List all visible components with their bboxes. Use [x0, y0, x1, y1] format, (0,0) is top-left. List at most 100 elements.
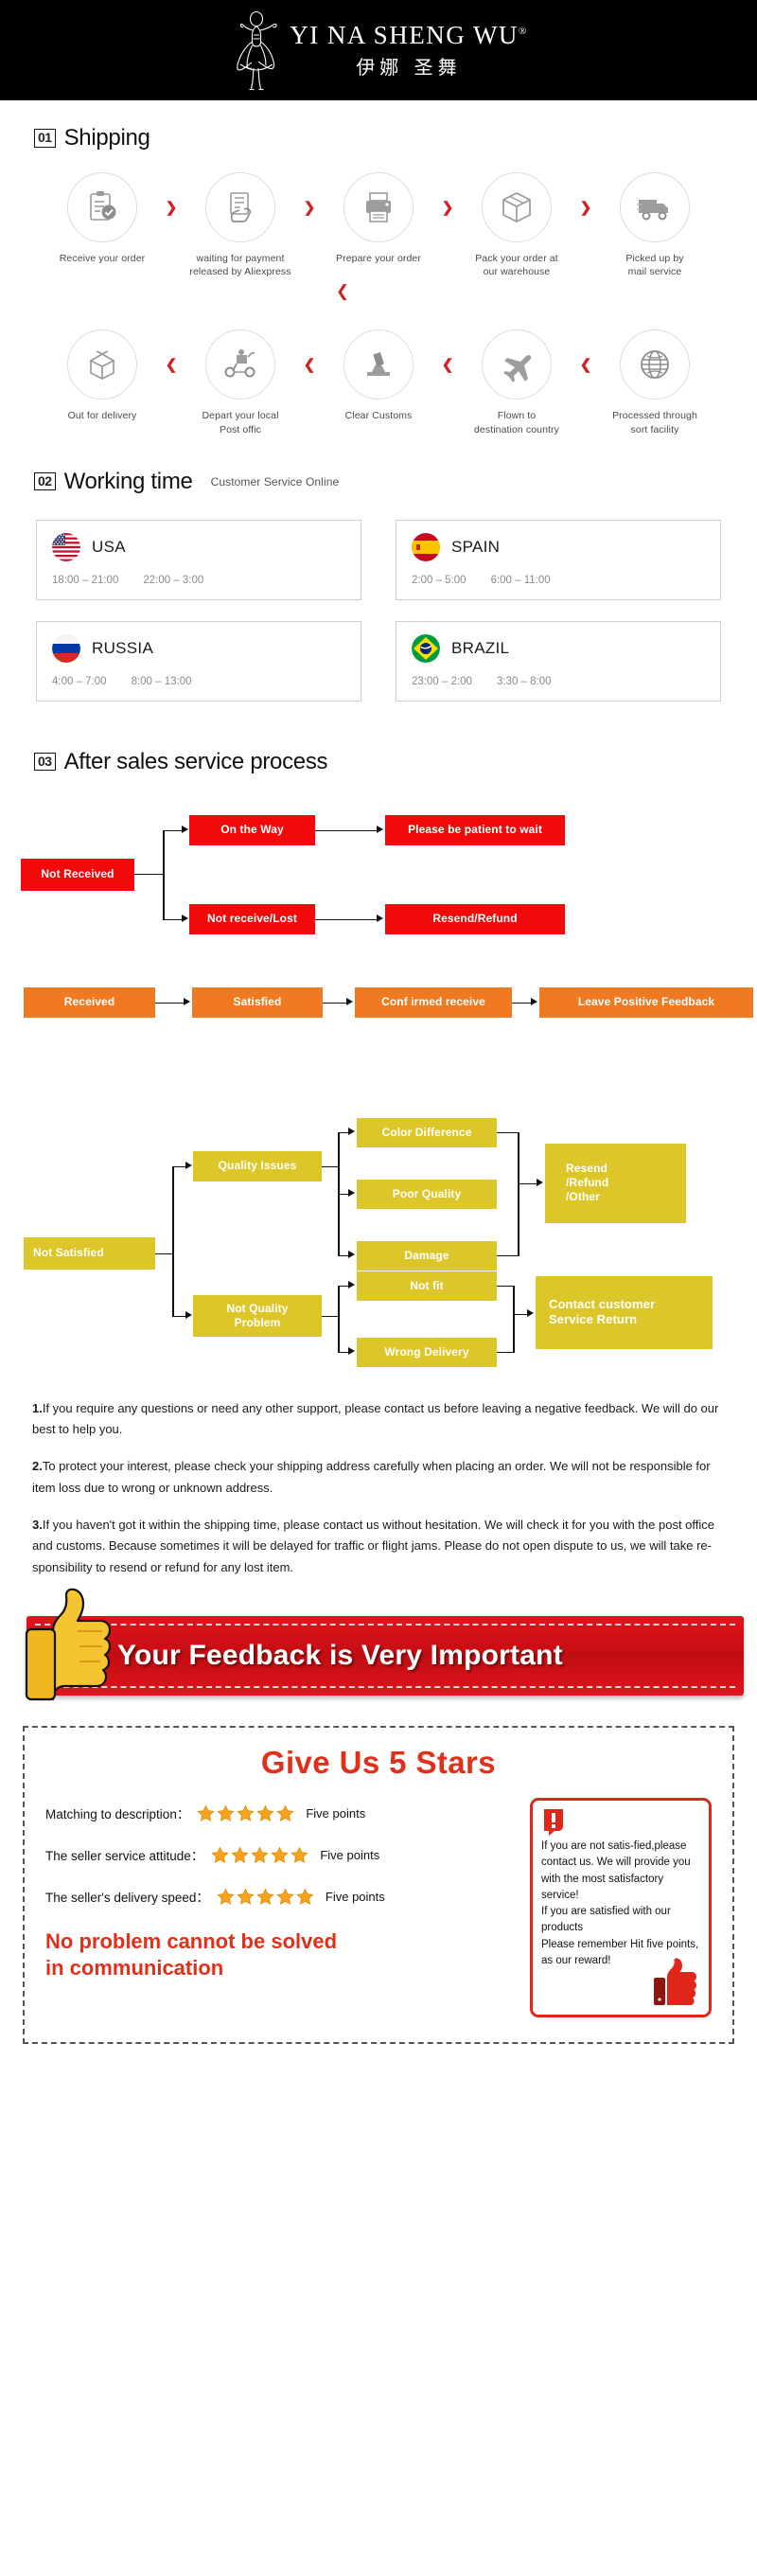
ratings-list: Matching to description： Five points The…	[45, 1798, 517, 2017]
feedback-banner-bg: Your Feedback is Very Important	[26, 1616, 744, 1697]
flow-node-resend-refund-other: Resend /Refund /Other	[545, 1143, 686, 1223]
flow-line	[322, 1315, 338, 1318]
flow-node-not-received: Not Received	[21, 858, 134, 891]
note-number: 2.	[32, 1459, 43, 1474]
flow-line	[338, 1131, 348, 1134]
shipping-heading: 01 Shipping	[0, 125, 757, 151]
rating-stars[interactable]	[211, 1846, 308, 1864]
working-hours-slot: 6:00 – 11:00	[490, 574, 551, 586]
working-hours-slot: 22:00 – 3:00	[143, 574, 204, 586]
after-sales-title: After sales service process	[63, 748, 328, 774]
clipboard-check-icon	[90, 191, 116, 221]
flow-node-line: Contact customer	[549, 1296, 656, 1311]
rating-row: The seller service attitude： Five points	[45, 1845, 517, 1864]
feedback-banner-text: Your Feedback is Very Important	[117, 1640, 563, 1672]
star-icon[interactable]	[231, 1846, 249, 1864]
shipping-step-icon-wrap	[67, 172, 137, 242]
flow-node-please-wait: Please be patient to wait	[385, 814, 565, 845]
flow-arrowhead	[346, 998, 353, 1006]
brand: YI NA SHENG WU® 伊娜 圣舞	[229, 9, 528, 91]
star-icon[interactable]	[276, 1888, 294, 1906]
rating-points: Five points	[306, 1805, 366, 1821]
flow-line	[315, 918, 377, 921]
flow-line	[338, 1254, 348, 1257]
note-text: If you require any questions or need any…	[32, 1400, 719, 1437]
star-icon[interactable]	[197, 1804, 215, 1822]
rating-stars[interactable]	[217, 1888, 314, 1906]
shipping-arrow-right-icon: ❯	[579, 200, 592, 216]
shipping-arrow-right-icon: ❯	[303, 200, 316, 216]
working-time-card-usa: USA 18:00 – 21:00 22:00 – 3:00	[36, 519, 361, 600]
working-hours-slot: 18:00 – 21:00	[52, 574, 119, 586]
star-icon[interactable]	[237, 1888, 255, 1906]
note-item: 1.If you require any questions or need a…	[32, 1398, 725, 1441]
flow-line	[518, 1182, 537, 1185]
shipping-step-icon-wrap	[343, 172, 414, 242]
scooter-delivery-icon	[224, 349, 255, 378]
flow-node-line: /Refund	[566, 1176, 609, 1190]
star-icon[interactable]	[276, 1804, 294, 1822]
flow-line	[338, 1351, 348, 1354]
rating-row: The seller's delivery speed： Five points	[45, 1887, 517, 1906]
flow-arrowhead	[531, 998, 537, 1006]
shipping-arrow-right-icon: ❯	[441, 200, 454, 216]
flow-node-not-satisfied: Not Satisfied	[24, 1236, 155, 1270]
flow-node-contact-customer: Contact customer Service Return	[536, 1275, 713, 1349]
thumbs-up-icon	[25, 1588, 112, 1701]
flow-node-not-fit: Not fit	[357, 1270, 497, 1301]
flow-arrowhead	[348, 1281, 355, 1289]
star-icon[interactable]	[217, 1804, 235, 1822]
flow-line	[338, 1285, 348, 1288]
star-icon[interactable]	[251, 1846, 269, 1864]
flow-arrowhead	[348, 1189, 355, 1198]
flow-line	[172, 1165, 185, 1168]
airplane-icon	[503, 355, 532, 383]
flow-arrowhead	[348, 1128, 355, 1136]
flow-line	[338, 1285, 340, 1352]
flow-line	[172, 1315, 185, 1318]
box-icon	[502, 192, 531, 222]
working-time-card-header: USA	[52, 532, 345, 561]
star-icon[interactable]	[290, 1846, 308, 1864]
star-icon[interactable]	[296, 1888, 314, 1906]
brand-name-en: YI NA SHENG WU®	[290, 21, 528, 50]
feedback-banner: Your Feedback is Very Important	[13, 1588, 744, 1701]
star-icon[interactable]	[211, 1846, 229, 1864]
working-time-card-russia: RUSSIA 4:00 – 7:00 8:00 – 13:00	[36, 620, 361, 702]
working-hours: 2:00 – 5:00 6:00 – 11:00	[412, 575, 705, 586]
flow-line	[163, 918, 182, 921]
working-hours: 4:00 – 7:00 8:00 – 13:00	[52, 676, 345, 687]
star-icon[interactable]	[271, 1846, 289, 1864]
flow-arrowhead	[377, 915, 383, 923]
flow-line	[155, 1252, 172, 1255]
stars-section: Give Us 5 Stars Matching to description：…	[23, 1726, 734, 2045]
note-text: To protect your interest, please check y…	[32, 1459, 711, 1495]
working-time-section: 02 Working time Customer Service Online	[0, 469, 757, 702]
shipping-arrow-left-icon: ❮	[441, 357, 454, 374]
rating-label: The seller service attitude：	[45, 1849, 204, 1864]
after-sales-step-number: 03	[34, 753, 56, 772]
flow-arrowhead	[184, 998, 190, 1006]
working-hours-slot: 8:00 – 13:00	[131, 675, 192, 687]
registered-mark: ®	[518, 26, 528, 37]
notice-box: If you are not satis-fied,please contact…	[530, 1798, 712, 2018]
star-icon[interactable]	[256, 1804, 274, 1822]
flow-arrowhead	[527, 1309, 534, 1318]
shipping-step: Prepare your order	[319, 172, 438, 265]
shipping-step-label: Out for delivery	[67, 410, 137, 422]
flow-node-confirmed-receive: Conf irmed receive	[355, 986, 512, 1018]
working-time-title: Working time	[63, 468, 193, 494]
after-sales-heading: 03 After sales service process	[0, 749, 757, 775]
rating-points: Five points	[320, 1847, 380, 1862]
flag-usa-icon	[52, 532, 80, 561]
star-icon[interactable]	[217, 1888, 235, 1906]
star-icon[interactable]	[256, 1888, 274, 1906]
star-icon[interactable]	[237, 1804, 255, 1822]
working-hours-slot: 4:00 – 7:00	[52, 675, 107, 687]
rating-stars[interactable]	[197, 1804, 294, 1822]
